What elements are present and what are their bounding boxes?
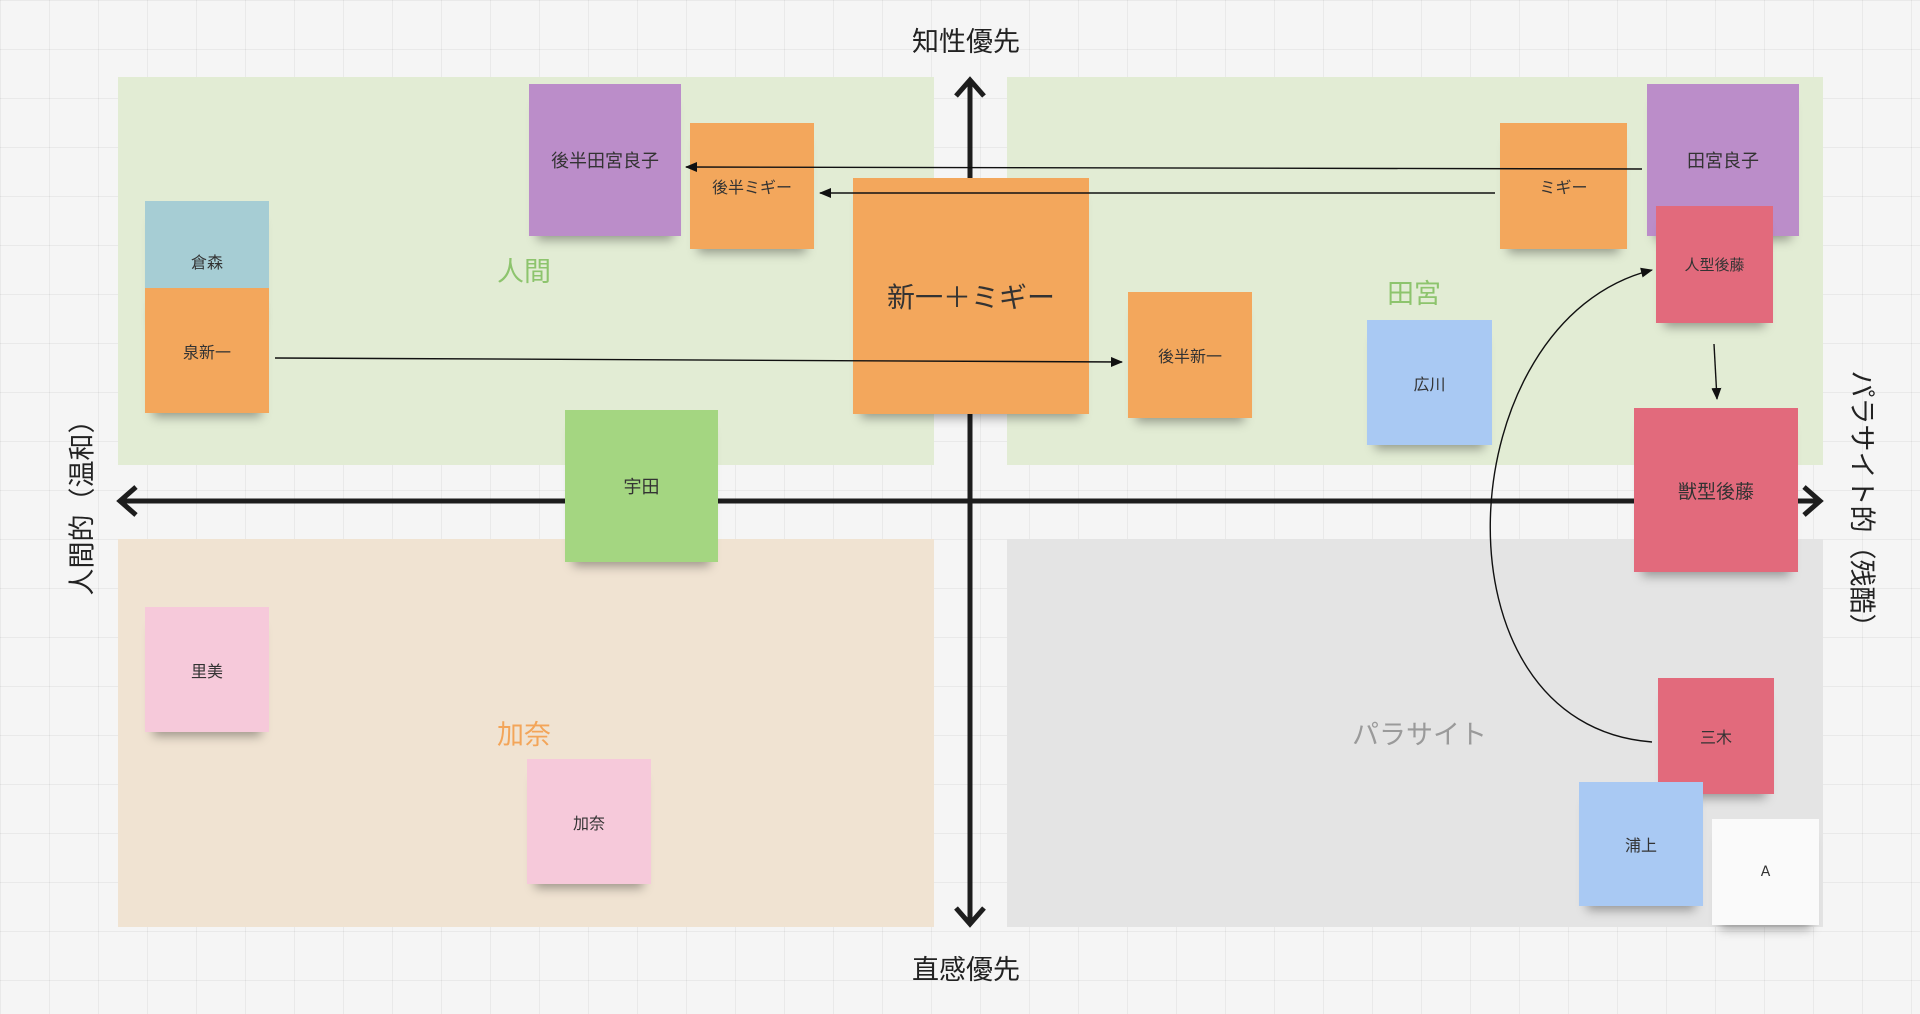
arrow-tamiya-to-kohan-tamiya bbox=[685, 162, 1643, 173]
sticky-note[interactable]: 泉新一 bbox=[145, 288, 269, 413]
axis-label-top: 知性優先 bbox=[912, 27, 1020, 58]
sticky-note[interactable]: 宇田 bbox=[565, 410, 718, 562]
arrow-jinkei-to-jukei bbox=[1711, 343, 1722, 400]
zone-label-human: 人間 bbox=[497, 257, 551, 288]
sticky-note[interactable]: 人型後藤 bbox=[1656, 206, 1773, 323]
arrow-izumi-to-kohan-shinichi bbox=[274, 356, 1123, 367]
sticky-note[interactable]: 後半ミギー bbox=[690, 123, 814, 249]
sticky-note[interactable]: 後半田宮良子 bbox=[529, 84, 681, 236]
sticky-note[interactable]: 加奈 bbox=[527, 759, 651, 884]
sticky-note[interactable]: 広川 bbox=[1367, 320, 1492, 445]
sticky-note[interactable]: 里美 bbox=[145, 607, 269, 732]
sticky-note[interactable]: ミギー bbox=[1500, 123, 1627, 249]
sticky-note[interactable]: 獣型後藤 bbox=[1634, 408, 1798, 572]
zone-label-parasite: パラサイト bbox=[1352, 720, 1487, 751]
zone-label-tamiya: 田宮 bbox=[1387, 279, 1441, 310]
arrow-miki-to-jinkei bbox=[1489, 267, 1653, 743]
sticky-note[interactable]: 新一＋ミギー bbox=[853, 178, 1089, 414]
sticky-note[interactable]: 三木 bbox=[1658, 678, 1774, 794]
sticky-note[interactable]: 後半新一 bbox=[1128, 292, 1252, 418]
sticky-note[interactable]: 浦上 bbox=[1579, 782, 1703, 906]
sticky-note[interactable]: A bbox=[1712, 819, 1819, 925]
axis-label-bottom: 直感優先 bbox=[912, 955, 1020, 986]
zone-kana bbox=[118, 539, 934, 927]
zone-label-kana: 加奈 bbox=[497, 720, 551, 751]
